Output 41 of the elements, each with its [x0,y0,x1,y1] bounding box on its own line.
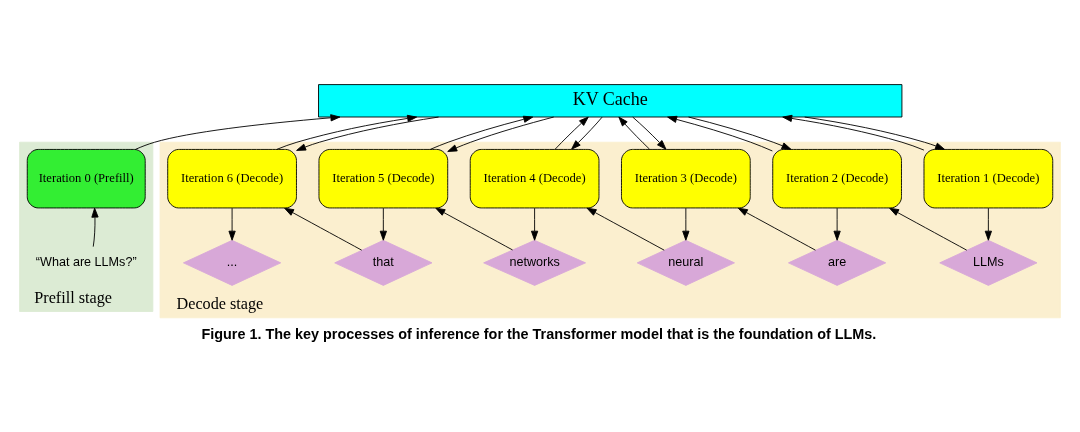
arrow [531,207,539,241]
arrow [435,207,514,250]
arrow [889,207,968,251]
arrow [284,207,363,251]
node-diamond: are [788,239,887,286]
node-diamond: LLMs [939,239,1038,286]
node-box: Iteration 4 (Decode) [469,148,600,208]
node-box: Iteration 2 (Decode) [772,148,902,208]
arrow [554,116,589,150]
node-box: Iteration 3 (Decode) [621,148,751,208]
node-box: Iteration 6 (Decode) [167,148,297,208]
node-text: “What are LLMs?” [35,254,137,269]
arrow [91,207,99,247]
caption: Figure 1. The key processes of inference for the Transformer model that is the foundation of LLMs. [201,325,877,342]
arrow [379,207,387,241]
arrow [667,115,773,151]
arrow [447,116,555,152]
node-diamond: neural [636,239,735,286]
arrow [682,207,690,241]
node-box: KV Cache [318,83,903,117]
arrow [228,207,236,241]
arrow [737,207,816,251]
node-box: Iteration 5 (Decode) [318,148,449,208]
node-box: Iteration 0 (Prefill) [26,148,146,208]
arrow [833,207,841,241]
arrow [586,207,665,251]
node-diamond: ... [183,239,282,286]
arrow [782,114,925,151]
node-diamond: that [334,239,433,286]
node-diamond: networks [483,239,586,286]
node-box: Iteration 1 (Decode) [923,148,1054,208]
arrow [296,116,440,151]
arrow [804,116,946,150]
arrow [618,116,650,150]
arrow [984,207,992,241]
arrow [429,115,534,150]
arrow [134,113,341,150]
arrow [276,114,418,150]
arrow [571,116,603,150]
arrow [632,116,667,150]
arrow [688,116,792,150]
